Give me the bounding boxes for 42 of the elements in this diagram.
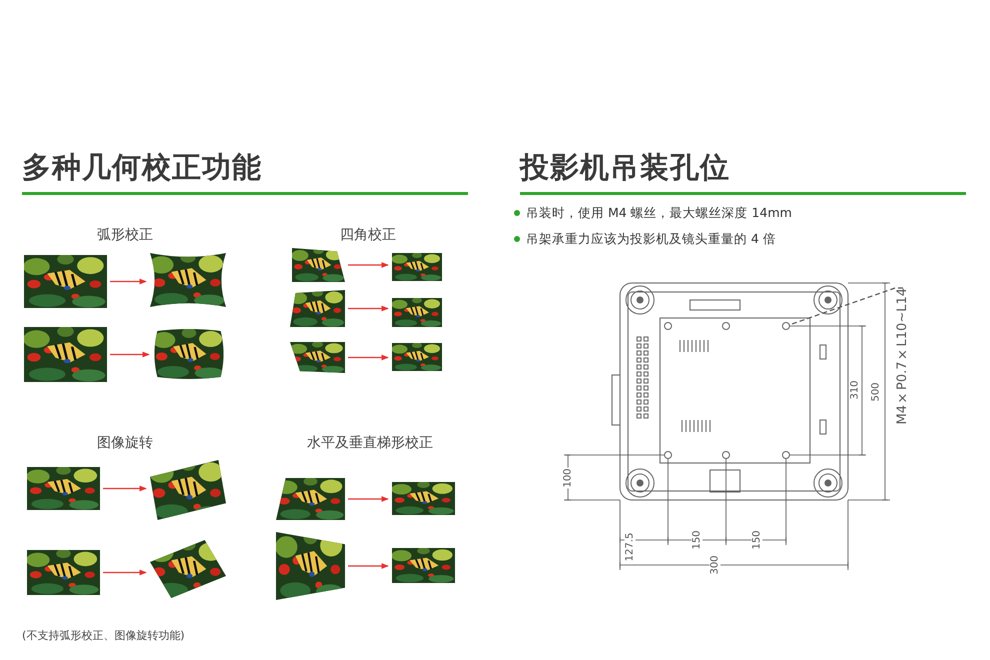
arrow — [348, 306, 389, 312]
photo — [392, 298, 442, 327]
photo — [153, 329, 225, 379]
dimension-label: 150 — [752, 529, 762, 551]
arrow — [103, 570, 147, 576]
bullet-text: 吊架承重力应该为投影机及镜头重量的 4 倍 — [526, 231, 776, 248]
dimension-label: 500 — [870, 381, 882, 403]
bullet-text: 吊装时，使用 M4 螺丝，最大螺丝深度 14mm — [526, 205, 792, 222]
photo — [24, 327, 107, 382]
photo — [27, 467, 100, 510]
photo — [392, 548, 455, 583]
arrow — [110, 352, 150, 358]
photo — [290, 290, 345, 327]
photo — [150, 253, 226, 307]
photo — [392, 482, 455, 515]
caption: 四角校正 — [340, 226, 396, 244]
caption: 弧形校正 — [97, 226, 153, 244]
dimension-label: 310 — [850, 379, 860, 401]
dimension-label: 127.5 — [624, 532, 636, 562]
section-heading: 投影机吊装孔位 — [520, 149, 730, 186]
arrow — [348, 563, 389, 569]
photo — [24, 255, 107, 308]
arrow — [110, 278, 147, 284]
arrow — [103, 486, 147, 492]
dimension-label: 100 — [562, 467, 574, 489]
photo — [392, 253, 442, 281]
section-heading: 多种几何校正功能 — [22, 149, 262, 186]
thread-spec-label: M4×P0.7×L10~L14 — [895, 288, 911, 424]
photo — [292, 248, 345, 282]
arrow — [348, 354, 389, 360]
photo — [276, 478, 345, 520]
arrow — [348, 262, 389, 268]
arrow — [348, 496, 389, 502]
photo — [392, 343, 442, 371]
photo — [27, 550, 100, 595]
dimension-label: 300 — [710, 554, 720, 576]
caption: 水平及垂直梯形校正 — [307, 434, 433, 452]
footnote: (不支持弧形校正、图像旋转功能) — [22, 628, 185, 643]
dimension-label: 150 — [692, 529, 702, 551]
photo — [290, 342, 345, 373]
caption: 图像旋转 — [97, 434, 153, 452]
leader-line — [788, 287, 903, 326]
